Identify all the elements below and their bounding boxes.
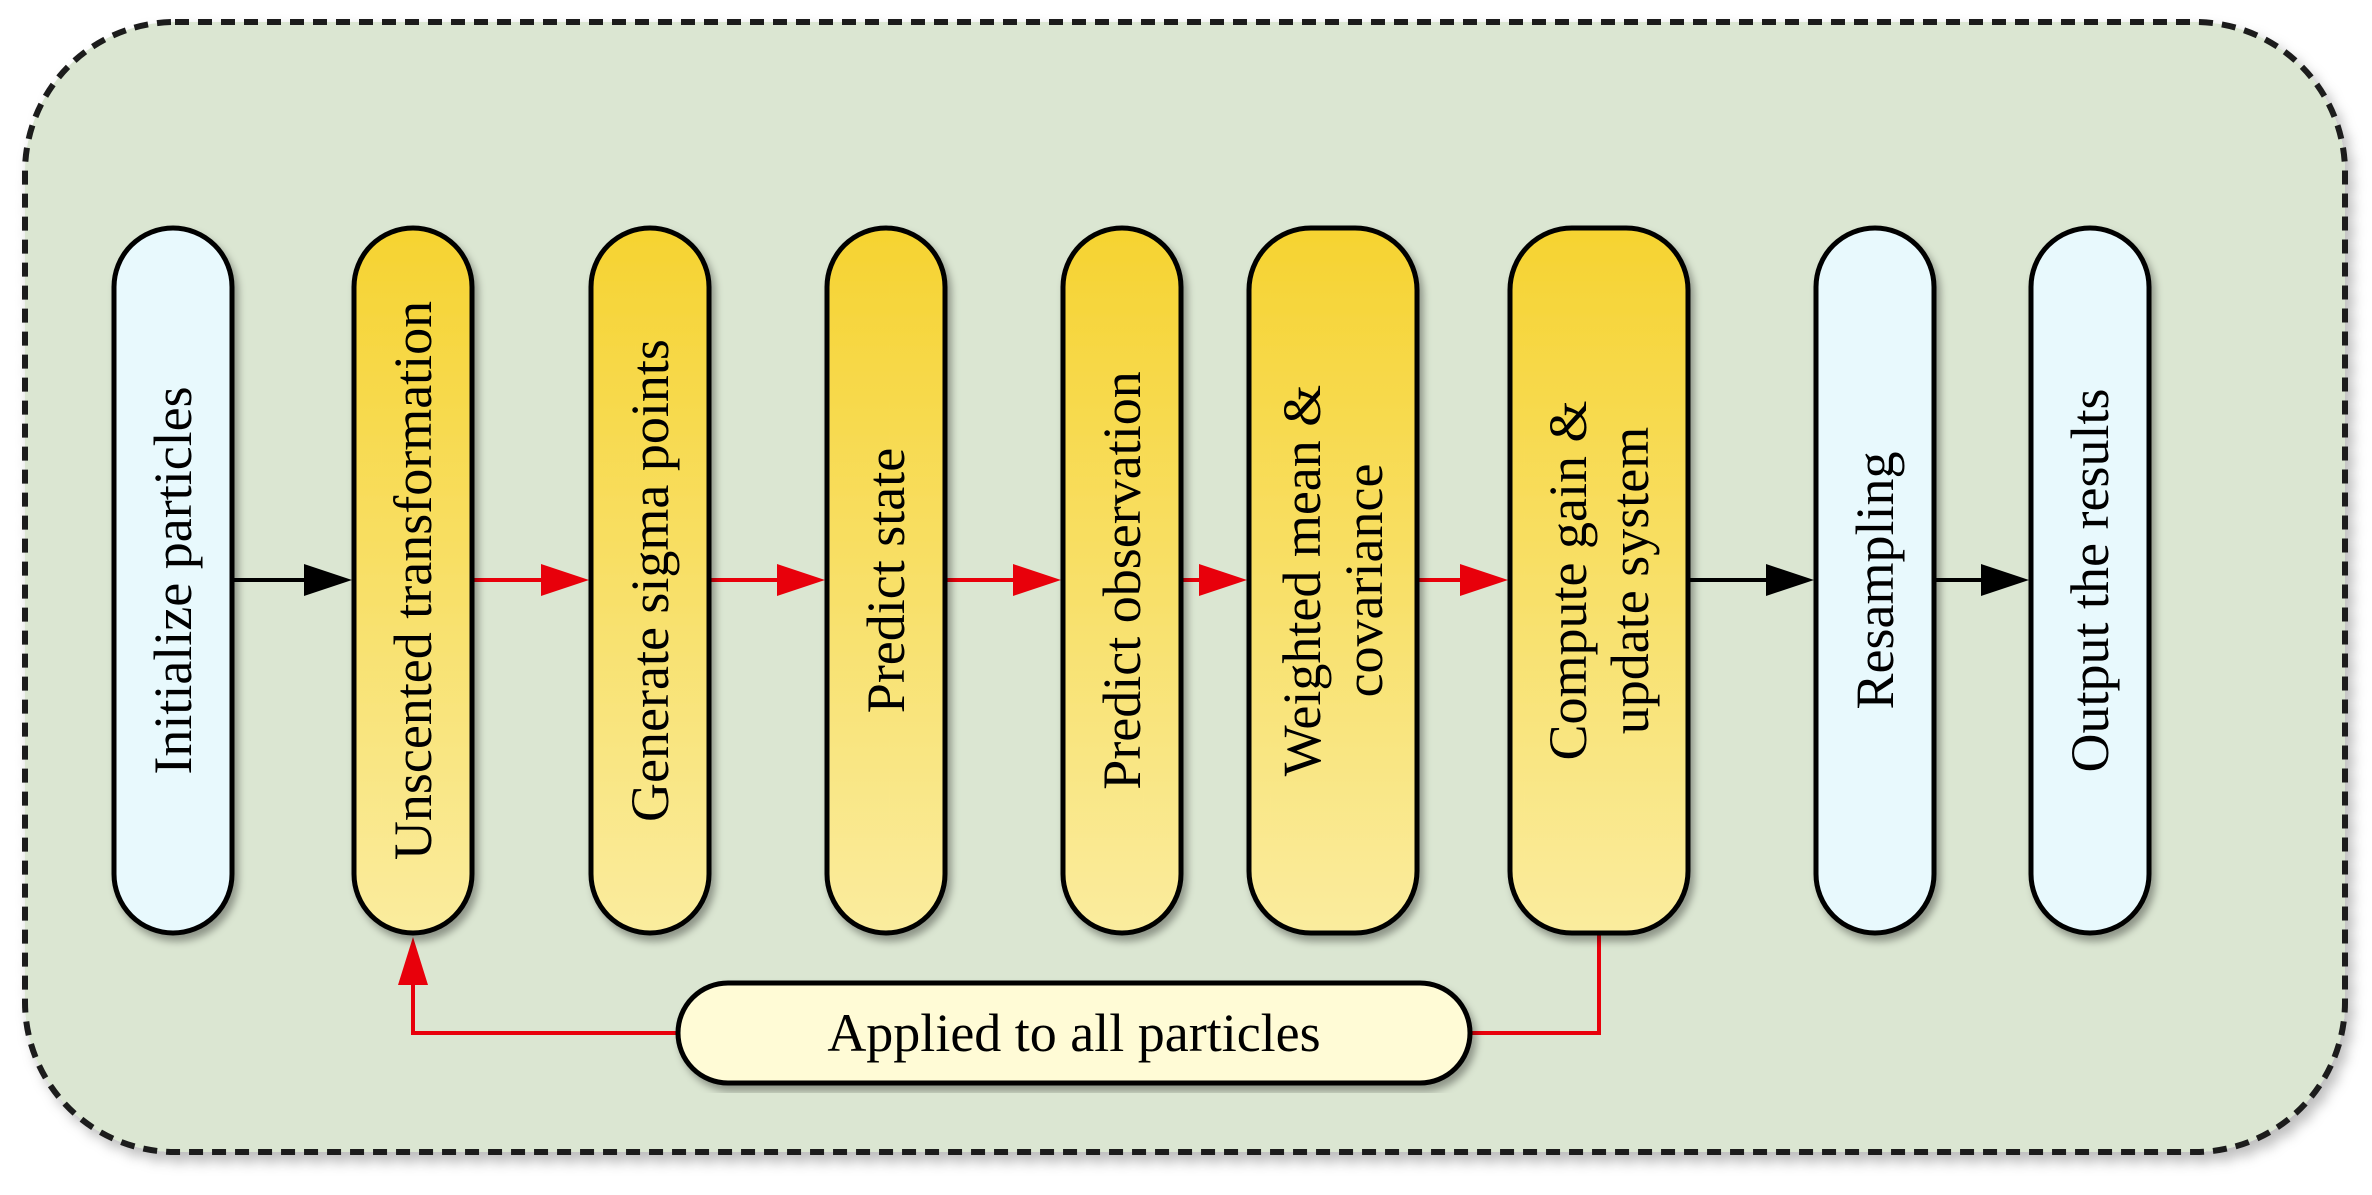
arrow-predict-obs-to-weighted (1183, 564, 1247, 596)
node-predict-state-box (824, 225, 948, 936)
node-unscented-box (351, 225, 475, 936)
node-sigma-label-line: Generate sigma points (620, 339, 680, 822)
arrow-weighted-to-compute (1419, 564, 1508, 596)
arrow-predict-state-to-predict-obs (947, 564, 1061, 596)
node-init-label: Initialize particles (143, 386, 203, 774)
arrow-sigma-to-predict-state-head (777, 564, 825, 596)
node-unscented: Unscented transformation (351, 225, 475, 936)
arrow-weighted-to-compute-head (1460, 564, 1508, 596)
arrow-resampling-to-output (1936, 564, 2029, 596)
arrow-sigma-to-predict-state (711, 564, 825, 596)
arrow-predict-obs-to-weighted-head (1199, 564, 1247, 596)
feedback-loop: Applied to all particles (398, 935, 1601, 1086)
node-resampling-box (1813, 225, 1937, 936)
node-weighted-box (1246, 225, 1420, 936)
arrow-predict-state-to-predict-obs-head (1013, 564, 1061, 596)
node-resampling-label-line: Resampling (1845, 452, 1905, 710)
arrow-init-to-unscented-head (304, 564, 352, 596)
node-compute-box (1507, 225, 1691, 936)
node-weighted-label-line: covariance (1334, 464, 1394, 698)
node-init-label-line: Initialize particles (143, 386, 203, 774)
arrow-compute-to-resampling (1690, 564, 1814, 596)
node-predict-state-label: Predict state (856, 448, 916, 713)
arrow-resampling-to-output-head (1981, 564, 2029, 596)
node-output-label-line: Output the results (2060, 389, 2120, 773)
node-predict-obs-label: Predict observation (1092, 371, 1152, 789)
node-compute-label-line: Compute gain & (1538, 401, 1598, 761)
node-init-box (111, 225, 235, 936)
node-compute-label-line: update system (1600, 427, 1660, 734)
node-resampling-label: Resampling (1845, 452, 1905, 710)
arrow-unscented-to-sigma-head (541, 564, 589, 596)
loop-arrow-head (398, 937, 428, 985)
node-weighted-label: Weighted mean &covariance (1272, 385, 1394, 777)
node-resampling: Resampling (1813, 225, 1937, 936)
node-output-label: Output the results (2060, 389, 2120, 773)
node-unscented-label-line: Unscented transformation (383, 301, 443, 860)
node-weighted-label-line: Weighted mean & (1272, 385, 1332, 777)
node-predict-obs: Predict observation (1060, 225, 1184, 936)
node-sigma-label: Generate sigma points (620, 339, 680, 822)
node-predict-obs-box (1060, 225, 1184, 936)
loop-line-right (1470, 935, 1601, 1035)
node-predict-obs-label-line: Predict observation (1092, 371, 1152, 789)
node-predict-state-label-line: Predict state (856, 448, 916, 713)
node-sigma-box (588, 225, 712, 936)
arrow-compute-to-resampling-head (1766, 564, 1814, 596)
node-compute-label: Compute gain &update system (1538, 401, 1660, 761)
nodes-layer: Initialize particles Unscented transforma… (111, 225, 2152, 936)
loop-label: Applied to all particles (827, 1003, 1320, 1063)
node-output-box (2028, 225, 2152, 936)
node-sigma: Generate sigma points (588, 225, 712, 936)
loop-line-left (411, 983, 678, 1035)
loop-label-box (675, 980, 1473, 1086)
node-predict-state: Predict state (824, 225, 948, 936)
arrow-unscented-to-sigma (474, 564, 589, 596)
arrow-init-to-unscented (234, 564, 352, 596)
node-compute: Compute gain &update system (1507, 225, 1691, 936)
node-output: Output the results (2028, 225, 2152, 936)
edges-layer (234, 564, 2029, 596)
node-unscented-label: Unscented transformation (383, 301, 443, 860)
node-init: Initialize particles (111, 225, 235, 936)
node-weighted: Weighted mean &covariance (1246, 225, 1420, 936)
